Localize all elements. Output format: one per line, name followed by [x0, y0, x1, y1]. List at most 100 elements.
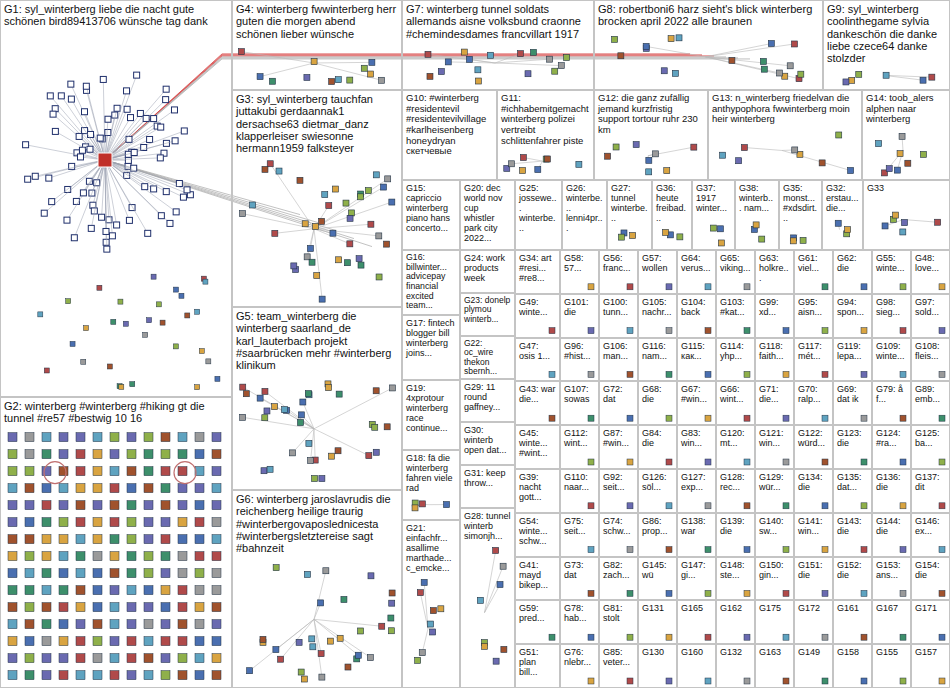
vertex-icon [705, 328, 711, 334]
vertex-icon [127, 620, 136, 629]
group-box: G36: heute freibad... [652, 180, 692, 250]
group-label: G140: sw... [759, 516, 790, 536]
vertex-icon [900, 229, 906, 235]
vertex-icon [142, 184, 148, 190]
group-box: G54: winte... schw... [515, 513, 560, 557]
vertex-icon [76, 586, 85, 595]
vertex-icon [358, 262, 364, 268]
group-label: G96: #hist... [564, 341, 595, 361]
group-label: G137: dit [915, 472, 946, 492]
group-label: G59: pred... [519, 603, 556, 623]
vertex-icon [262, 415, 268, 421]
vertex-icon [8, 501, 17, 510]
vertex-icon [127, 569, 136, 578]
vertex-icon [705, 547, 711, 553]
vertex-icon [753, 222, 759, 228]
group-box: G149 [794, 644, 833, 688]
vertex-icon [240, 384, 246, 390]
group-box: G107: sowas [560, 381, 599, 425]
vertex-icon [744, 328, 750, 334]
group-box: G58: 57... [560, 250, 599, 294]
tie-line [105, 91, 127, 160]
vertex-icon [42, 433, 51, 442]
vertex-icon [741, 145, 747, 151]
group-box: G121: win... [755, 425, 794, 469]
vertex-icon [257, 74, 263, 80]
vertex-icon [47, 93, 53, 99]
vertex-icon [127, 654, 136, 663]
vertex-icon [167, 220, 173, 226]
vertex-icon [25, 518, 34, 527]
vertex-icon [195, 552, 204, 561]
vertex-icon [185, 313, 190, 318]
group-label: G79: å f... [876, 384, 907, 404]
vertex-icon [705, 634, 711, 640]
vertex-icon [705, 678, 711, 684]
group-tie [105, 59, 750, 160]
group-box: G30: winterb open dat... [460, 422, 515, 465]
group-box: G160 [677, 644, 716, 688]
group-box: G57: wollen [638, 250, 677, 294]
vertex-icon [347, 77, 353, 83]
tie-line [86, 86, 105, 160]
vertex-icon [861, 284, 867, 290]
group-box: G33 [863, 180, 950, 250]
vertex-icon [384, 241, 390, 247]
group-label: G21: einfachfr... asallime marthade... c… [406, 523, 456, 573]
tie-line [105, 160, 107, 231]
group-label: G37: 1917 winter... [696, 183, 731, 213]
group-label: G86: prop... [642, 516, 673, 536]
vertex-icon [282, 407, 288, 413]
group-label: G45: winte... #wint... [519, 428, 556, 458]
group-box: G64: verus... [677, 250, 716, 294]
vertex-icon [161, 535, 170, 544]
vertex-icon [618, 234, 624, 240]
group-label: G114: yhp... [720, 341, 751, 361]
vertex-icon [163, 189, 169, 195]
group-box: G12: die ganz zufällig jemand kurzfristi… [594, 90, 708, 180]
group-label: G119: lepa... [837, 341, 868, 361]
vertex-icon [939, 590, 945, 596]
vertex-icon [59, 433, 68, 442]
vertex-icon [93, 586, 102, 595]
vertex-icon [558, 63, 564, 69]
vertex-icon [110, 671, 119, 680]
vertex-icon [388, 615, 394, 621]
group-box: G126: söl... [638, 469, 677, 513]
vertex-icon [110, 467, 119, 476]
vertex-icon [144, 535, 153, 544]
group-label: G18: fä die winterberg fahren viele rad [406, 453, 456, 493]
vertex-icon [278, 656, 284, 662]
vertex-icon [212, 620, 221, 629]
tie-line [314, 179, 388, 229]
vertex-icon [357, 194, 363, 200]
vertex-icon [143, 115, 149, 121]
group-label: G75: seit... [564, 516, 595, 536]
vertex-icon [178, 569, 187, 578]
tie-line [884, 75, 932, 77]
group-box: G32: erstau... die... [822, 180, 863, 250]
group-label: G54: winte... schw... [519, 516, 556, 546]
vertex-icon [212, 654, 221, 663]
vertex-icon [84, 326, 89, 331]
group-box: G10: #winterberg #residentevil #resident… [402, 90, 497, 180]
vertex-icon [379, 623, 385, 629]
vertex-icon [173, 344, 178, 349]
vertex-icon [161, 501, 170, 510]
vertex-icon [744, 547, 750, 553]
vertex-icon [939, 459, 945, 465]
tie-line [485, 550, 496, 612]
vertex-icon [348, 210, 354, 216]
group-box: G135: dat... [833, 469, 872, 513]
vertex-icon [705, 371, 711, 377]
vertex-icon [430, 608, 436, 614]
vertex-icon [144, 433, 153, 442]
vertex-icon [42, 518, 51, 527]
vertex-icon [260, 636, 266, 642]
vertex-icon [419, 650, 425, 656]
tie-line [314, 619, 370, 657]
vertex-icon [783, 328, 789, 334]
group-label: G66: wint... [720, 384, 751, 404]
vertex-icon [41, 210, 47, 216]
vertex-icon [691, 144, 697, 150]
